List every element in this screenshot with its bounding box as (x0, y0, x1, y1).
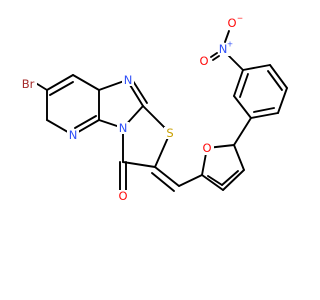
positive-charge: + (227, 40, 233, 49)
bond (221, 170, 239, 186)
atom-label: O (202, 141, 211, 155)
bond (239, 73, 249, 98)
bond (222, 169, 245, 191)
bond (46, 74, 74, 91)
bond (49, 81, 74, 96)
bond (269, 64, 288, 89)
atom-label: N (119, 121, 128, 135)
negative-charge: − (237, 14, 243, 23)
bond (267, 70, 283, 91)
bond (253, 107, 275, 113)
nitro-oxygen-upper-atom: O − (225, 14, 243, 30)
nitro-bonds (210, 30, 230, 61)
bond (72, 74, 100, 91)
atom-label: S (166, 126, 173, 140)
bond (277, 87, 288, 114)
bond (233, 117, 252, 146)
bond (210, 52, 218, 58)
bond (132, 80, 148, 104)
bond (233, 144, 245, 171)
bond (224, 30, 230, 43)
atom-label: Br (22, 77, 35, 91)
bond (74, 115, 97, 129)
atom-label: O (227, 16, 236, 30)
atom-label: N (69, 128, 78, 142)
bromine-atom: Br (19, 77, 37, 91)
atom-label: N (219, 42, 228, 56)
bonds (33, 50, 288, 192)
atom-labels: Br N N N S O O N + (19, 14, 243, 203)
bond (201, 174, 224, 191)
nitro-nitrogen-atom: N + (216, 40, 233, 56)
furan-oxygen-atom: O (200, 141, 214, 155)
pyridine-nitrogen-atom: N (67, 128, 79, 142)
bond (212, 55, 220, 61)
bridgehead-nitrogen-atom: N (117, 121, 129, 135)
bond (151, 172, 175, 192)
bond (178, 174, 203, 187)
atom-label: O (118, 189, 127, 203)
nitro-oxygen-lower-atom: O (197, 54, 211, 68)
sulfur-atom: S (164, 126, 176, 140)
atom-label: N (124, 73, 133, 87)
atom-label: O (199, 54, 208, 68)
bond (154, 166, 180, 187)
bond (233, 95, 252, 119)
carbonyl-oxygen-atom: O (116, 189, 130, 203)
imine-nitrogen-atom: N (122, 73, 134, 87)
bond (242, 64, 271, 71)
bond (207, 175, 223, 186)
bond (233, 69, 244, 97)
bond (250, 112, 279, 119)
bond (122, 161, 156, 168)
molecule-structure: Br N N N S O O N + (19, 13, 288, 203)
